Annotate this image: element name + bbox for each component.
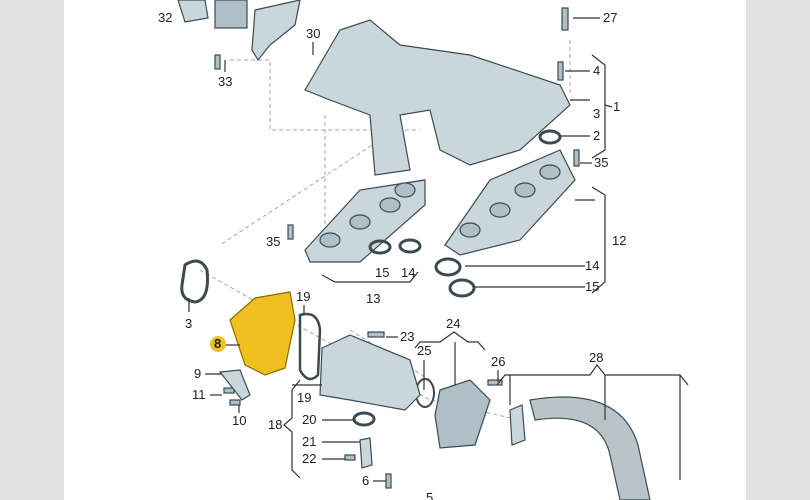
hose-28 (529, 396, 651, 500)
bracket-30 (251, 0, 301, 62)
clamp (509, 404, 526, 446)
manifold-flange-left (304, 179, 426, 263)
part-label-19[interactable]: 19 (297, 390, 311, 405)
left-margin (0, 0, 64, 500)
part-label-28[interactable]: 28 (589, 350, 603, 365)
part-label-27[interactable]: 27 (603, 10, 617, 25)
part-label-32[interactable]: 32 (158, 10, 172, 25)
bolts (214, 7, 580, 489)
part-label-14[interactable]: 14 (585, 258, 599, 273)
right-margin (746, 0, 810, 500)
bracket-32 (177, 0, 209, 23)
part-label-20[interactable]: 20 (302, 412, 316, 427)
part-label-21[interactable]: 21 (302, 434, 316, 449)
part-label-8-highlighted[interactable]: 8 (214, 336, 221, 351)
part-label-35[interactable]: 35 (266, 234, 280, 249)
part-label-12[interactable]: 12 (612, 233, 626, 248)
part-label-30[interactable]: 30 (306, 26, 320, 41)
part-label-5[interactable]: 5 (426, 490, 433, 500)
part-label-33[interactable]: 33 (218, 74, 232, 89)
part-label-3[interactable]: 3 (593, 106, 600, 121)
part-label-15[interactable]: 15 (585, 279, 599, 294)
highlight-marker (210, 336, 226, 352)
intake-pipe-18 (319, 334, 421, 411)
leader-lines (188, 17, 689, 482)
part-label-22[interactable]: 22 (302, 451, 316, 466)
part-label-9[interactable]: 9 (194, 366, 201, 381)
part-label-18[interactable]: 18 (268, 417, 282, 432)
part-label-2[interactable]: 2 (593, 128, 600, 143)
part-label-26[interactable]: 26 (491, 354, 505, 369)
manifold-flange-right (444, 149, 576, 256)
control-unit (214, 0, 248, 29)
part-label-25[interactable]: 25 (417, 343, 431, 358)
part-label-24[interactable]: 24 (446, 316, 460, 331)
part-label-35[interactable]: 35 (594, 155, 608, 170)
part-label-4[interactable]: 4 (593, 63, 600, 78)
part-label-15[interactable]: 15 (375, 265, 389, 280)
part-label-1[interactable]: 1 (613, 99, 620, 114)
seals (180, 129, 562, 427)
part-label-19[interactable]: 19 (296, 289, 310, 304)
part-label-23[interactable]: 23 (400, 329, 414, 344)
throttle-valve-24 (434, 379, 491, 449)
part-label-6[interactable]: 6 (362, 473, 369, 488)
part-label-10[interactable]: 10 (232, 413, 246, 428)
part-label-3[interactable]: 3 (185, 316, 192, 331)
part-labels[interactable]: 32 33 30 27 4 3 1 2 35 35 12 14 15 15 14… (158, 10, 626, 500)
part-label-13[interactable]: 13 (366, 291, 380, 306)
part-label-14[interactable]: 14 (401, 265, 415, 280)
intake-manifold (304, 19, 571, 176)
part-label-11[interactable]: 11 (192, 387, 206, 402)
throttle-housing-8-highlighted (229, 291, 296, 376)
